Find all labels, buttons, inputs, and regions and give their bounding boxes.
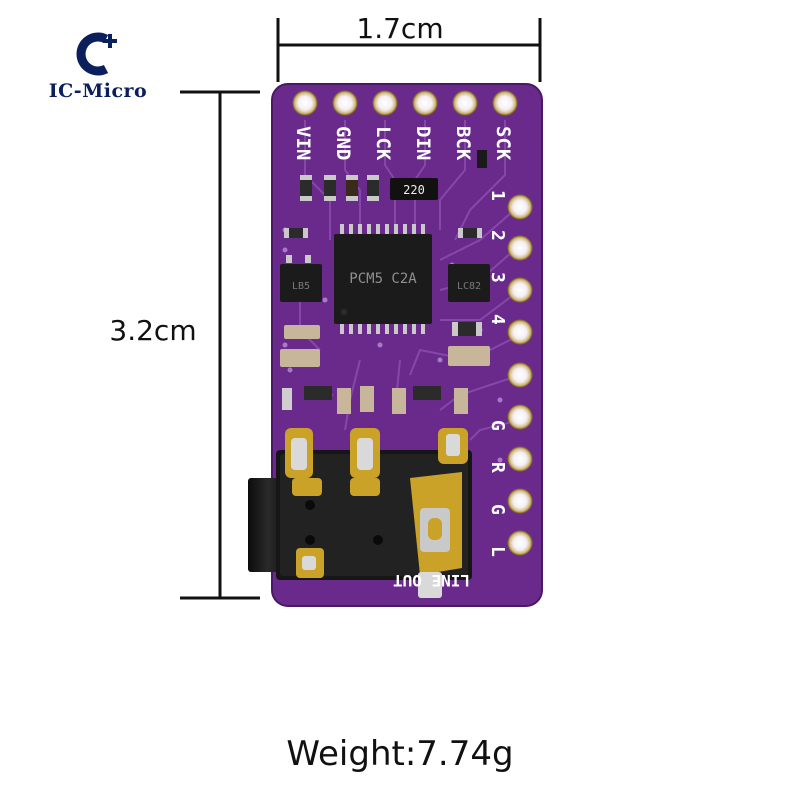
pin-label-din: DIN (412, 126, 434, 160)
pin-label-3: 3 (487, 272, 508, 283)
top-pin-holes (292, 90, 518, 116)
right-reg-label: LC82 (457, 281, 481, 292)
pin-label-g1: G (487, 420, 508, 431)
pcm5-chip: PCM5 C2A (334, 224, 432, 334)
c-plus-logo-icon (76, 32, 117, 76)
pin-label-1: 1 (487, 190, 508, 201)
pin-label-g2: G (487, 504, 508, 515)
pin-label-bck: BCK (452, 126, 474, 161)
pin-label-r: R (487, 462, 508, 473)
pin-label-lck: LCK (372, 126, 394, 161)
pin-label-4: 4 (487, 314, 508, 325)
width-dimension-line (276, 18, 542, 82)
right-pin-holes (507, 194, 533, 556)
height-dimension-label: 3.2cm (109, 314, 197, 347)
lower-smd-components (282, 386, 468, 414)
height-dimension-line (180, 90, 260, 600)
left-reg-label: LB5 (292, 281, 310, 292)
top-pin-labels: VIN GND LCK DIN BCK SCK (292, 126, 514, 161)
top-smd-components (300, 150, 487, 201)
pin-label-gnd: GND (332, 126, 354, 160)
width-dimension-label: 1.7cm (356, 12, 444, 45)
pin-label-sck: SCK (492, 126, 514, 161)
pin-label-2: 2 (487, 230, 508, 241)
weight-label: Weight:7.74g (286, 734, 514, 774)
line-out-label: LINE OUT (393, 571, 470, 590)
right-regulator: LC82 (448, 228, 490, 366)
pin-label-vin: VIN (292, 126, 314, 160)
resistor-label: 220 (403, 183, 425, 197)
audio-jack (248, 428, 472, 598)
chip-label: PCM5 C2A (349, 271, 417, 287)
brand-name: IC-Micro (48, 80, 148, 102)
right-pin-labels: 1 2 3 4 G R G L (487, 190, 508, 557)
resistor-array: 220 (390, 178, 438, 200)
left-regulator: LB5 (280, 228, 322, 367)
pin-label-l: L (487, 546, 508, 557)
